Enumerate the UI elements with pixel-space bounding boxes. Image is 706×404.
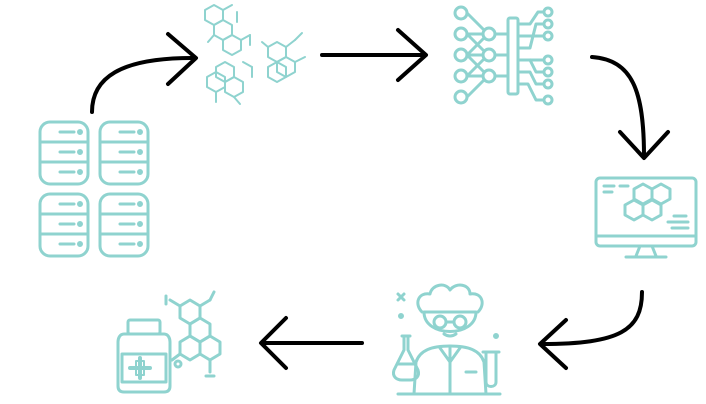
arrow-network-to-computer: [590, 55, 646, 158]
molecule-structures-icon: [204, 4, 306, 105]
arrowhead-molecules-to-network: [396, 28, 428, 82]
arrowhead-network-to-computer: [618, 130, 670, 160]
arrow-databases-to-molecules: [90, 56, 194, 114]
arrowhead-scientist-to-medicine: [259, 316, 288, 370]
neural-network-icon: [453, 5, 554, 106]
arrowhead-databases-to-molecules: [166, 32, 198, 86]
flow-arrows: [90, 28, 670, 370]
monitor-molecule-icon: [594, 176, 698, 259]
arrow-computer-to-scientist: [540, 290, 644, 346]
medicine-bottle-icon: [116, 290, 222, 394]
arrowhead-computer-to-scientist: [538, 318, 568, 370]
database-stack-icon: [38, 120, 150, 258]
scientist-lab-icon: [392, 283, 502, 396]
